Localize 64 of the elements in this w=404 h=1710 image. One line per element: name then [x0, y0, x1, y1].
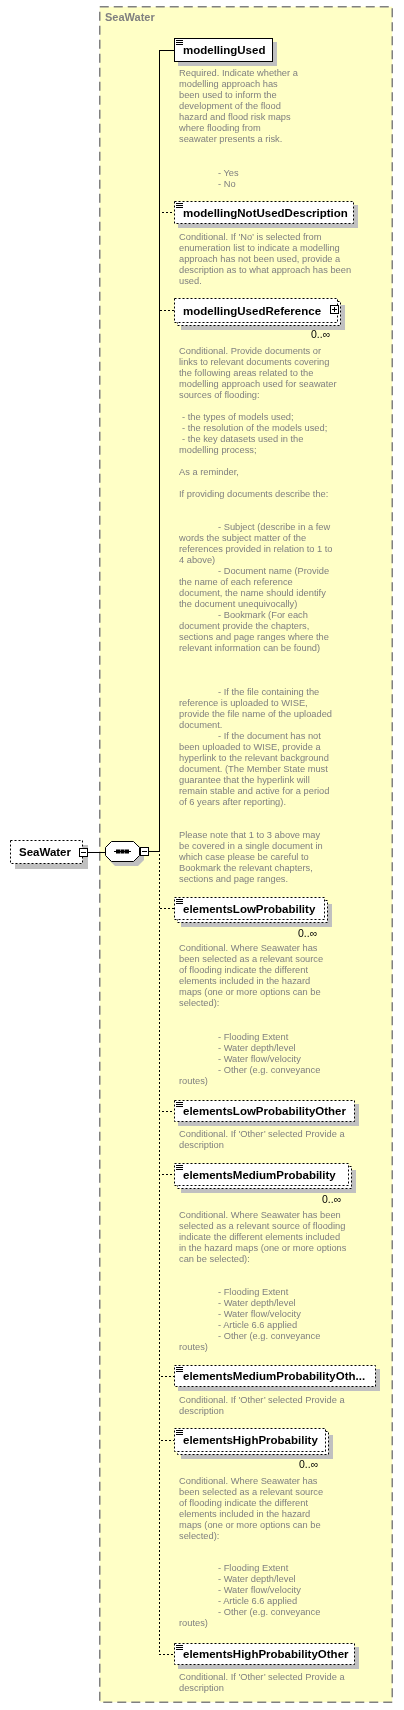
annotation-text: Conditional. Where Seawater has been selected as a relevant source of flooding indicate the different elements included in the hazard maps (one or more options can be selected):	[179, 1209, 347, 1265]
annotation-text: - Yes	[217, 167, 240, 179]
annotation-text: - Water flow/velocity	[217, 1584, 302, 1596]
element-name: modellingNotUsedDescription	[183, 205, 348, 220]
element-box	[10, 840, 88, 869]
annotation-text: Please note that 1 to 3 above may be covered in a single document in which case please be careful to Bookmark the relevant chapters, sections and page ranges.	[179, 829, 324, 885]
annotation-text: - Water depth/level	[217, 1297, 297, 1309]
element-box	[174, 897, 332, 927]
annotation-text: Conditional. Where Seawater has been selected as a relevant source of flooding indicate the different elements included in the hazard maps (one or more options can be selected):	[179, 942, 325, 1009]
annotation-text: - Article 6.6 applied	[217, 1319, 299, 1331]
annotation-text: Conditional. If 'Other’ selected Provide a description	[179, 1394, 346, 1417]
element-name: elementsHighProbability	[183, 1433, 318, 1447]
annotation-text: - Other (e.g. conveyance routes)	[179, 1064, 322, 1087]
element-box	[174, 1643, 359, 1669]
annotation-text: - Bookmark (For each document provide the chapters, sections and page ranges where the relevant information can be found)	[179, 609, 330, 654]
element-name: elementsLowProbabilityOther	[183, 1104, 346, 1118]
annotation-text: If providing documents describe the:	[179, 488, 330, 500]
annotation-text: - Water depth/level	[217, 1573, 297, 1585]
complex-type-panel	[99, 6, 393, 1703]
annotation-text: Conditional. If 'No’ is selected from enumeration list to indicate a modelling approach has not been used, provide a description as to what approach has been used.	[179, 231, 353, 287]
element-box	[174, 1163, 356, 1193]
element-name: elementsHighProbabilityOther	[183, 1647, 349, 1661]
element-name: elementsMediumProbability	[183, 1167, 336, 1182]
annotation-text: - Water flow/velocity	[217, 1053, 302, 1065]
annotation-text: - the types of models used;	[181, 411, 295, 423]
annotation-text: - Other (e.g. conveyance routes)	[179, 1606, 322, 1629]
annotation-text: - Flooding Extent	[217, 1286, 290, 1298]
element-name: elementsLowProbability	[183, 901, 316, 916]
annotation-text: Conditional. Provide documents or links to relevant documents covering the following areas related to the modelling approach used for seawater sources of flooding:	[179, 345, 338, 401]
annotation-text: - Other (e.g. conveyance routes)	[179, 1330, 322, 1353]
annotation-text: - Article 6.6 applied	[217, 1595, 299, 1607]
occurrence-label: 0..∞	[298, 927, 318, 939]
annotation-text: Conditional. If 'Other’ selected Provide a description	[179, 1128, 346, 1151]
occurrence-label: 0..∞	[299, 1458, 319, 1470]
annotation-text: Conditional. If 'Other’ selected Provide a description	[179, 1671, 346, 1694]
element-name: SeaWater	[19, 845, 71, 859]
annotation-text: - Flooding Extent	[217, 1562, 290, 1574]
element-name: modellingUsed	[183, 43, 266, 57]
element-name: elementsMediumProbabilityOth...	[183, 1369, 366, 1383]
annotation-text: - Subject (describe in a few words the subject matter of the references provided in relation to 1 to 4 above)	[179, 521, 334, 566]
element-box	[174, 38, 277, 66]
annotation-text: - Document name (Provide the name of each reference document, the name should identify the document unequivocally)	[179, 565, 331, 610]
annotation-text: - Flooding Extent	[217, 1031, 290, 1043]
panel-title: SeaWater	[105, 11, 155, 24]
annotation-text: - the key datasets used in the modelling process;	[179, 433, 305, 456]
annotation-text: Conditional. Where Seawater has been selected as a relevant source of flooding indicate the different elements included in the hazard maps (one or more options can be selected):	[179, 1475, 325, 1542]
element-box	[174, 1428, 333, 1459]
annotation-text: - Water flow/velocity	[217, 1308, 302, 1320]
occurrence-label: 0..∞	[311, 328, 331, 340]
element-box	[174, 298, 345, 330]
element-name: modellingUsedReference	[183, 303, 322, 318]
annotation-text: - If the file containing the reference is uploaded to WISE, provide the file name of the uploaded document.	[179, 686, 333, 731]
annotation-text: - the resolution of the models used;	[181, 422, 329, 434]
connector-line	[87, 851, 106, 853]
annotation-text: Required. Indicate whether a modelling approach has been used to inform the development of the flood hazard and flood risk maps where flooding from seawater presents a risk.	[179, 67, 299, 145]
connector-line	[148, 49, 175, 852]
annotation-text: - Water depth/level	[217, 1042, 297, 1054]
annotation-text: - No	[217, 178, 237, 190]
occurrence-label: 0..∞	[322, 1193, 342, 1205]
element-box	[174, 1100, 359, 1126]
annotation-text: As a reminder,	[179, 466, 240, 478]
element-box	[174, 201, 358, 228]
annotation-text: - If the document has not been uploaded to WISE, provide a hyperlink to the relevant background document. (The Member State must guarantee that the hyperlink will remain stable and active for a period of 6 years after reporting).	[179, 730, 331, 808]
element-box	[174, 1365, 380, 1391]
